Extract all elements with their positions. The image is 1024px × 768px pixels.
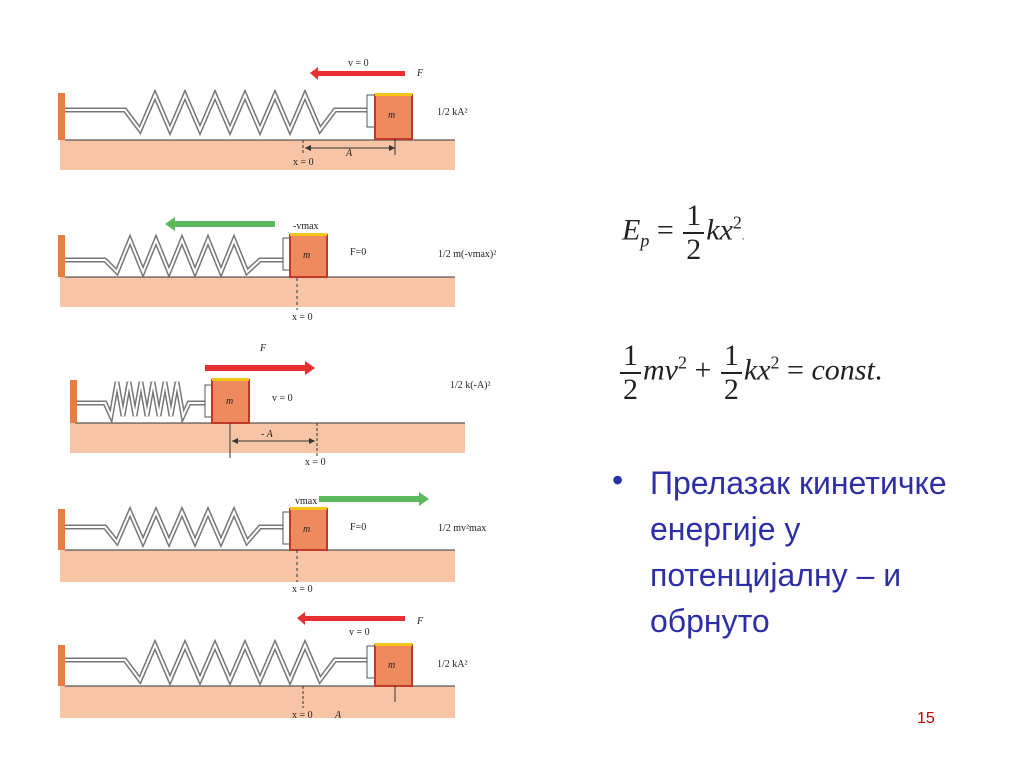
force-label: F=0 [350,247,367,258]
origin-label: x = 0 [292,710,313,721]
energy-label: 1/2 kA² [437,107,468,118]
origin-label: x = 0 [292,584,313,595]
spring-mass-drawing [70,361,465,458]
bullet-text: Прелазак кинетичке енергије у потенцијал… [650,465,947,639]
origin-label: x = 0 [292,312,313,323]
force-label: F [417,68,424,79]
bullet-icon: • [612,462,624,498]
spring-mass-drawing [58,67,455,170]
amplitude-label: - A [261,429,273,440]
force-label: F [417,616,424,627]
energy-label: 1/2 k(-A)² [450,380,491,391]
mass-label: m [303,524,311,535]
energy-label: 1/2 kA² [437,659,468,670]
energy-label: 1/2 m(-vmax)² [438,249,497,260]
diagram-panel-2: m -vmax F=0 1/2 m(-vmax)² x = 0 [55,200,496,330]
spring-mass-drawing [58,492,455,582]
amplitude-label: A [346,148,353,159]
velocity-label: vmax [295,496,318,507]
amplitude-label: A [335,710,342,721]
force-label: F [260,343,267,354]
origin-label: x = 0 [293,157,314,168]
diagram-panel-5: m v = 0 F 1/2 kA² x = 0 A [55,590,468,721]
mass-label: m [388,110,396,121]
spring-mass-drawing [58,217,455,310]
diagram-panel-1: m v = 0 F 1/2 kA² x = 0 A [55,55,468,185]
force-label: F=0 [350,522,367,533]
velocity-label: v = 0 [348,58,369,69]
mass-label: m [226,396,234,407]
velocity-label: v = 0 [272,393,293,404]
page-number: 15 [917,710,935,727]
energy-label: 1/2 mv²max [438,523,487,534]
diagram-panel-3: m v = 0 F 1/2 k(-A)² x = 0 - A [55,338,491,468]
mass-label: m [303,250,311,261]
velocity-label: v = 0 [349,627,370,638]
velocity-label: -vmax [293,221,319,232]
origin-label: x = 0 [305,457,326,468]
diagram-panel-4: m vmax F=0 1/2 mv²max x = 0 [55,487,486,617]
mass-label: m [388,660,396,671]
spring-mass-drawing [58,612,455,718]
